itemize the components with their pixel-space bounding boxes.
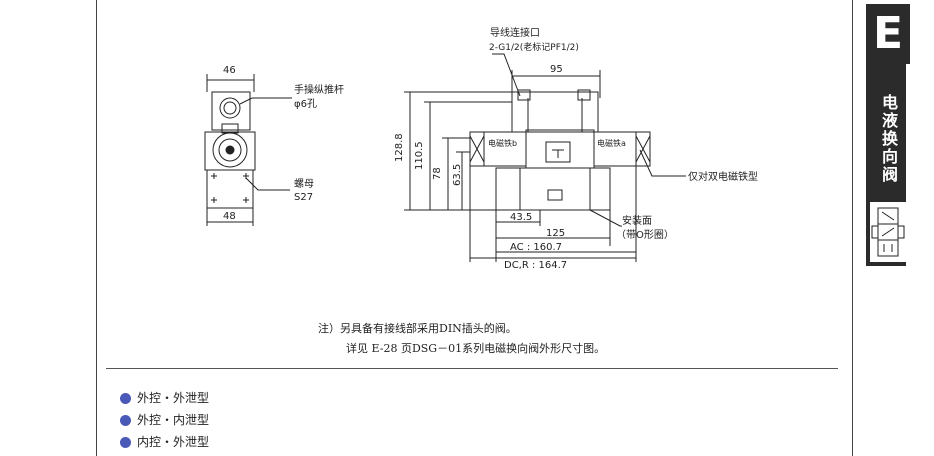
dim-78-label: 78 xyxy=(432,167,443,180)
port-spec-label: 2-G1/2(老标记PF1/2) xyxy=(489,41,579,53)
bullet-dot-icon xyxy=(120,436,131,448)
dim-125-label: 125 xyxy=(546,228,565,239)
directional-valve-symbol-icon xyxy=(870,202,906,262)
bullet-dot-icon xyxy=(120,392,131,404)
nut-label: 螺母 xyxy=(294,178,314,190)
dim-110-5-label: 110.5 xyxy=(414,141,425,170)
o-ring-label: （带O形圈） xyxy=(616,229,674,241)
page-frame-right xyxy=(852,0,853,456)
note-line-1: 注）另具备有接线部采用DIN插头的阀。 xyxy=(318,322,517,335)
dim-95-label: 95 xyxy=(550,64,563,75)
nut-size-label: S27 xyxy=(294,192,313,203)
type-list: 外控・外泄型 外控・内泄型 内控・外泄型 xyxy=(120,387,209,453)
list-item: 外控・内泄型 xyxy=(120,409,209,431)
page-frame-left xyxy=(96,0,97,456)
note-line-2: 详见 E-28 页DSG－01系列电磁换向阀外形尺寸图。 xyxy=(346,342,606,355)
list-item-label: 外控・内泄型 xyxy=(137,413,210,427)
double-only-label: 仅对双电磁铁型 xyxy=(688,170,758,183)
port-label: 导线连接口 xyxy=(490,26,540,39)
dim-128-8-label: 128.8 xyxy=(394,133,405,162)
dim-ac-label: AC : 160.7 xyxy=(510,242,562,253)
solenoid-a-label: 电磁铁a xyxy=(597,138,626,148)
section-title: 电液换向阀 xyxy=(879,94,898,184)
list-item-label: 内控・外泄型 xyxy=(137,435,210,449)
list-item: 内控・外泄型 xyxy=(120,431,209,453)
section-tab-notch xyxy=(906,64,914,266)
solenoid-b-label: 电磁铁b xyxy=(488,138,517,148)
dim-46-label: 46 xyxy=(223,65,236,76)
hole-label: φ6孔 xyxy=(294,98,317,110)
dim-63-5-label: 63.5 xyxy=(452,164,463,186)
dim-48-label: 48 xyxy=(223,211,236,222)
section-tab: E 电液换向阀 xyxy=(866,4,914,266)
list-item: 外控・外泄型 xyxy=(120,387,209,409)
manual-rod-label: 手操纵推杆 xyxy=(294,83,344,96)
dim-43-5-label: 43.5 xyxy=(510,212,532,223)
mount-face-label: 安装面 xyxy=(622,214,652,227)
list-item-label: 外控・外泄型 xyxy=(137,391,210,405)
dim-dc-label: DC,R : 164.7 xyxy=(504,260,567,271)
section-letter: E xyxy=(866,6,910,62)
valve-outline-drawing: 46 48 手操纵推杆 φ6孔 螺母 S27 导线连接口 2-G1/2(老标记P… xyxy=(204,26,758,271)
bullet-dot-icon xyxy=(120,414,131,426)
section-divider xyxy=(106,368,838,369)
